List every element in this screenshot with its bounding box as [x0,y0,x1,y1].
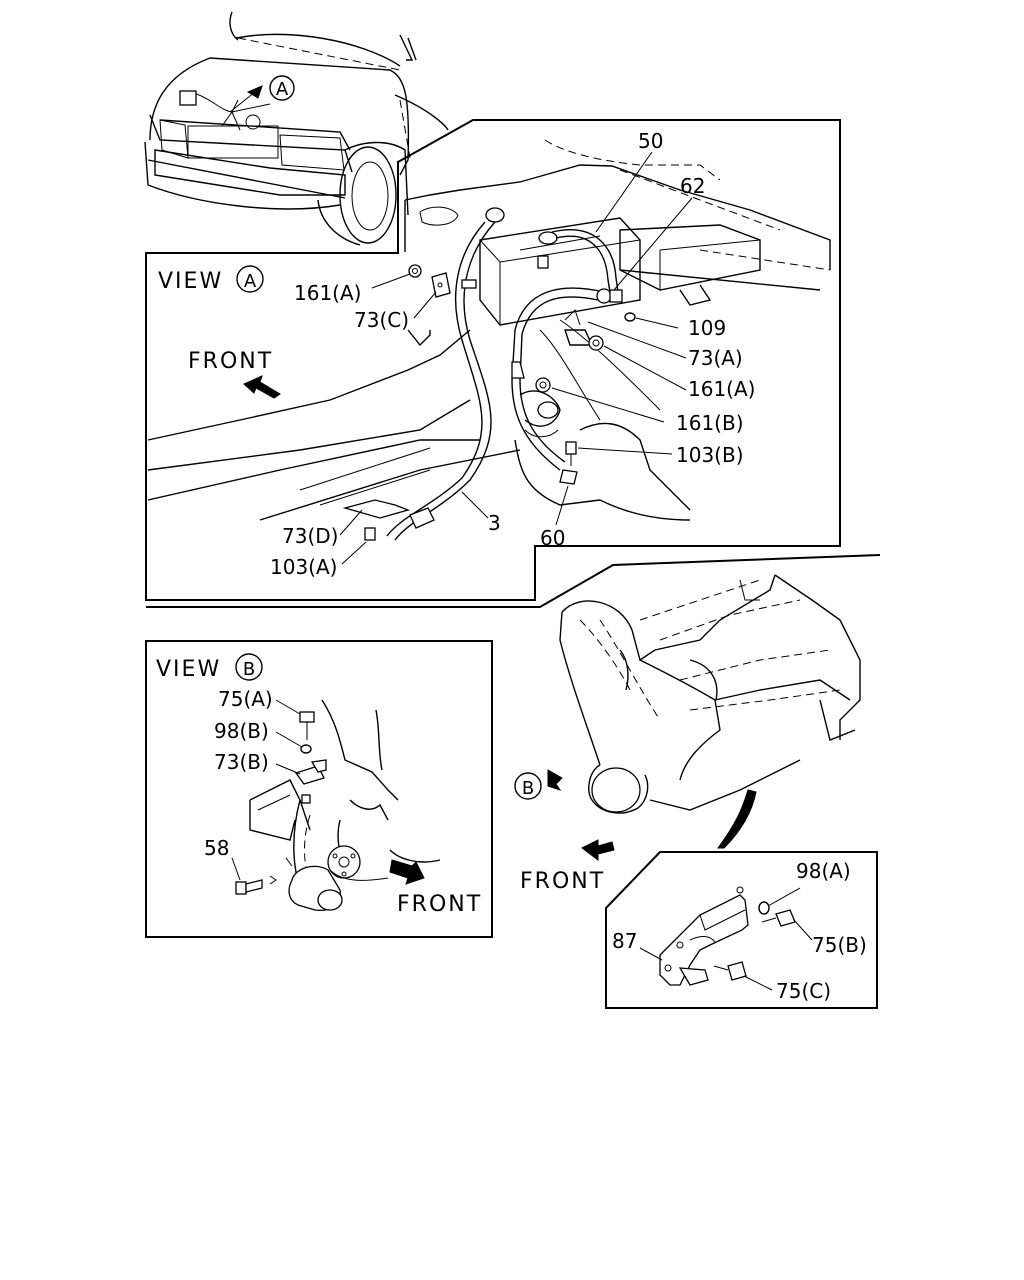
callout-109: 109 [688,316,726,340]
terminal-60 [559,469,578,485]
clip-73b [294,759,327,785]
bolt-103a [364,527,376,541]
callout-73c: 73(C) [354,308,409,332]
view-b-letter: B [243,659,255,680]
view-b-panel: VIEW B [145,640,493,938]
callout-73b: 73(B) [214,750,269,774]
engine-marker-letter: B [522,778,534,799]
view-a-header: VIEW A [158,265,264,294]
front-label-view-a: FRONT [188,349,273,374]
callout-75b: 75(B) [812,933,867,957]
view-b-word: VIEW [156,657,221,682]
front-label-engine: FRONT [520,869,605,894]
nut-161b [535,377,551,393]
nut-161a-left [408,264,422,278]
terminal-62 [596,288,623,304]
engine-curved-arrow [717,789,757,849]
bolt-75b [761,909,796,927]
view-a-word: VIEW [158,269,223,294]
front-arrow-view-b [389,859,425,885]
view-a-panel: VIEW A FRONT [145,119,881,608]
view-a-letter: A [244,271,257,292]
view-b-direction-arrow [547,769,563,791]
front-arrow-view-a [243,375,281,399]
washer-109 [624,312,636,322]
front-label-view-b: FRONT [397,892,482,917]
washer-98b [300,744,312,754]
callout-161b: 161(B) [676,411,744,435]
callout-98a: 98(A) [796,859,851,883]
callout-103a: 103(A) [270,555,337,579]
bolt-75c [713,961,747,981]
car-marker-letter: A [276,79,289,100]
nut-b [301,794,311,804]
callout-75c: 75(C) [776,979,831,1003]
callout-58: 58 [204,836,229,860]
callout-62: 62 [680,174,705,198]
callout-75a: 75(A) [218,687,273,711]
bracket-inset-panel: 98(A) 87 75(B) 75(C) [605,851,878,1009]
engine-illustration: B FRONT [514,574,861,894]
nut-161a-right [588,335,604,351]
callout-98b: 98(B) [214,719,269,743]
callout-60: 60 [540,526,565,550]
callout-161a-left: 161(A) [294,281,361,305]
callout-87: 87 [612,929,637,953]
callout-73d: 73(D) [282,524,338,548]
callout-50: 50 [638,129,663,153]
bolt-103b [565,441,577,466]
callout-103b: 103(B) [676,443,744,467]
callout-3: 3 [488,511,501,535]
callout-161a-right: 161(A) [688,377,755,401]
clip-73c [431,272,451,298]
callout-73a: 73(A) [688,346,743,370]
bolt-58 [235,879,263,895]
front-arrow-engine [581,839,615,861]
car-front-illustration: A [144,11,449,246]
washer-98a [758,901,770,915]
bracket-73d [342,499,411,519]
bolt-75a [299,711,315,740]
view-b-header: VIEW B [156,653,263,682]
